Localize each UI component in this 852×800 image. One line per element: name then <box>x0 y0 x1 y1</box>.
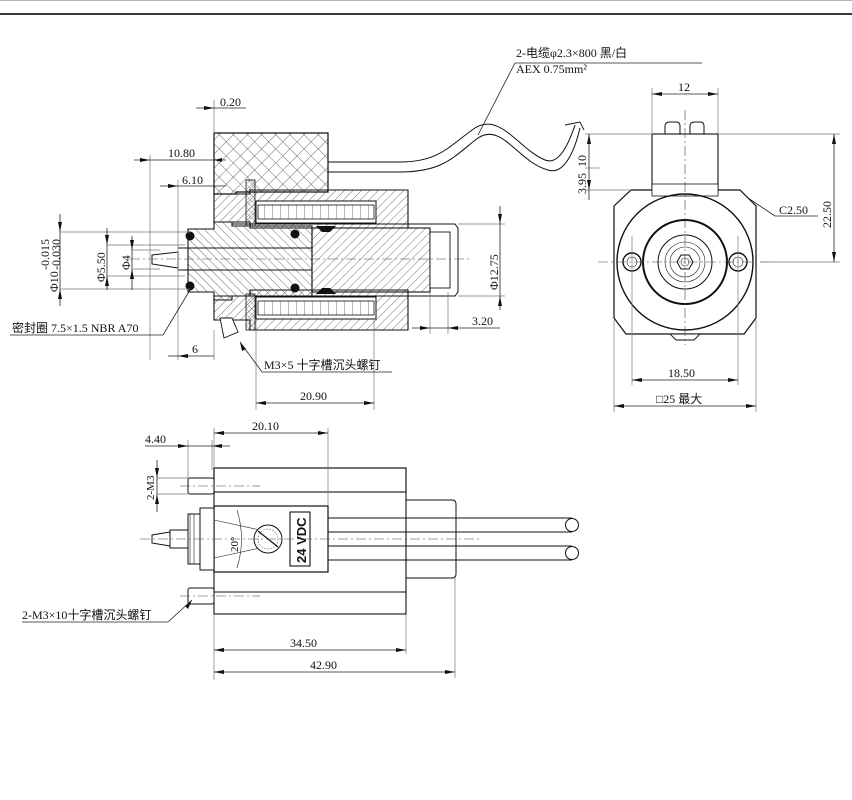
frame-top-thin-line <box>0 0 852 1</box>
dim-34-50: 34.50 <box>290 636 317 650</box>
plunger-end-cap <box>429 231 451 289</box>
top-cables <box>328 517 572 561</box>
dim-hole-spacing: 18.50 <box>668 366 695 380</box>
bore-lines <box>178 247 312 271</box>
angle-label: 20° <box>229 537 241 552</box>
top-view <box>140 467 579 615</box>
voltage-label: 24 VDC <box>294 517 309 563</box>
bobbin-flange-upper <box>245 179 256 227</box>
cable-end-b <box>565 546 579 560</box>
end-dimensions <box>585 88 840 412</box>
dim-3-20: 3.20 <box>472 314 493 328</box>
dim-dia-5-50: Φ5.50 <box>94 252 108 282</box>
dim-height-22-50: 22.50 <box>820 201 834 228</box>
dim-width-12: 12 <box>678 80 690 94</box>
nozzle-tip <box>151 251 179 269</box>
end-screw-head <box>668 333 702 341</box>
cable-wire-a <box>399 123 576 163</box>
damper-upper <box>316 226 336 232</box>
o-ring-front-lower <box>185 281 195 291</box>
dim-height-10: 10 <box>575 155 589 167</box>
top-dimensions <box>22 428 456 680</box>
dim-6: 6 <box>192 342 198 356</box>
frame-top-border <box>0 13 852 15</box>
dim-10-80: 10.80 <box>168 146 195 160</box>
dim-dia-10: Φ10 <box>47 271 61 292</box>
dim-6-10: 6.10 <box>182 173 203 187</box>
section-dimensions <box>10 62 702 410</box>
seal-note: 密封圈 7.5×1.5 NBR A70 <box>12 320 138 335</box>
o-ring-front-upper <box>185 231 195 241</box>
top-connector-strip <box>213 467 407 493</box>
screw-m3x5 <box>219 317 239 339</box>
connector-pin-b <box>689 121 705 134</box>
dim-20-90: 20.90 <box>300 389 327 403</box>
connector-block <box>213 132 329 195</box>
screw-note-m3x5: M3×5 十字槽沉头螺钉 <box>264 357 380 372</box>
o-ring-rear-lower <box>290 283 300 293</box>
cable-note-line1: 2-电缆φ2.3×800 黑/白 <box>516 45 627 60</box>
cable-note-line2: AEX 0.75mm² <box>516 62 587 76</box>
coil-winding-lower <box>257 300 375 316</box>
cable-wire-b <box>399 127 581 173</box>
dim-dia-12-75: Φ12.75 <box>487 254 501 290</box>
coil-winding-upper <box>257 204 375 220</box>
cable-cut-end <box>564 121 585 131</box>
dim-2-m3: 2-M3 <box>145 475 157 500</box>
end-view <box>598 110 780 385</box>
dim-height-3-95: 3.95 <box>575 173 589 194</box>
dim-42-90: 42.90 <box>310 658 337 672</box>
dim-20-10: 20.10 <box>252 419 279 433</box>
connector-pin-a <box>664 121 681 134</box>
screw-note-m3x10: 2-M3×10十字槽沉头螺钉 <box>22 607 151 622</box>
dim-4-40: 4.40 <box>145 432 166 446</box>
section-view <box>130 121 585 339</box>
cable-end-a <box>565 518 579 532</box>
dim-tol-upper: -0.015 <box>38 239 52 270</box>
dim-chamfer: C2.50 <box>779 203 808 217</box>
cable-stub <box>328 161 400 173</box>
bobbin-flange-lower <box>245 293 256 331</box>
dim-tol-lower: -0.030 <box>49 239 63 270</box>
damper-lower <box>316 288 336 294</box>
o-ring-rear-upper <box>290 229 300 239</box>
dim-0-20: 0.20 <box>220 95 241 109</box>
dim-square-max: □25 最大 <box>656 392 702 406</box>
guide-tube <box>232 223 459 297</box>
plunger <box>311 227 431 293</box>
dim-dia-4: Φ4 <box>119 255 133 270</box>
